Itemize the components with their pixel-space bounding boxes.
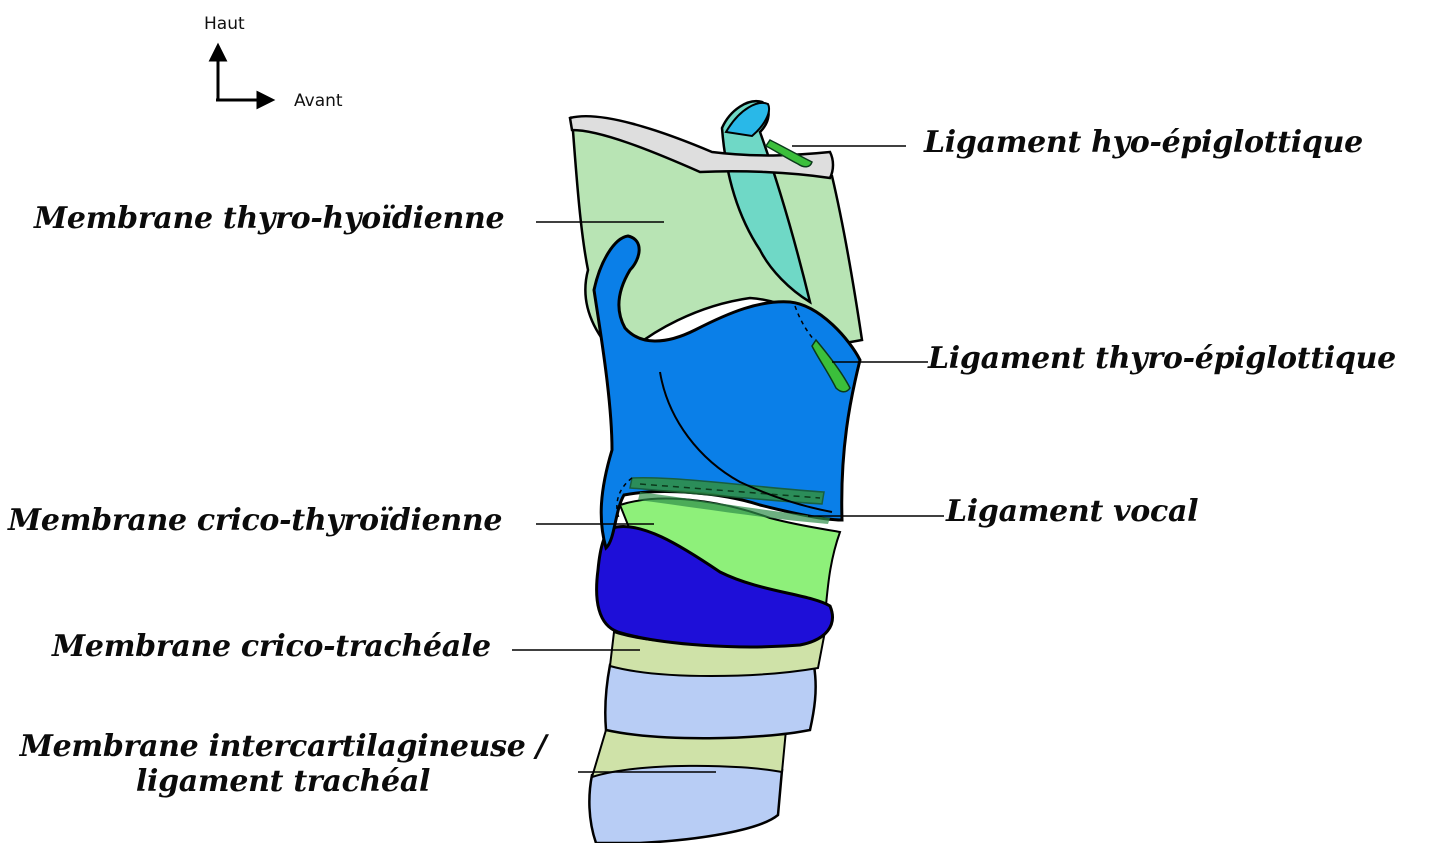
label-vocal-ligament: Ligament vocal bbox=[946, 495, 1198, 530]
label-cricotracheal-membrane: Membrane crico-trachéale bbox=[52, 630, 491, 665]
trachea-ring-lower bbox=[589, 764, 782, 843]
label-intercartilaginous-line2: ligament trachéal bbox=[8, 765, 558, 800]
label-intercartilaginous-membrane: Membrane intercartilagineuse / ligament … bbox=[8, 730, 558, 799]
label-thyro-epiglottic-ligament: Ligament thyro-épiglottique bbox=[928, 342, 1396, 377]
label-hyo-epiglottic-ligament: Ligament hyo-épiglottique bbox=[924, 126, 1363, 161]
label-cricothyroid-membrane: Membrane crico-thyroïdienne bbox=[8, 504, 502, 539]
label-thyrohyoid-membrane: Membrane thyro-hyoïdienne bbox=[34, 202, 504, 237]
up-label: Haut bbox=[204, 14, 245, 34]
label-intercartilaginous-line1: Membrane intercartilagineuse / bbox=[8, 730, 558, 765]
orientation-arrows bbox=[211, 46, 272, 107]
forward-label: Avant bbox=[294, 91, 343, 111]
